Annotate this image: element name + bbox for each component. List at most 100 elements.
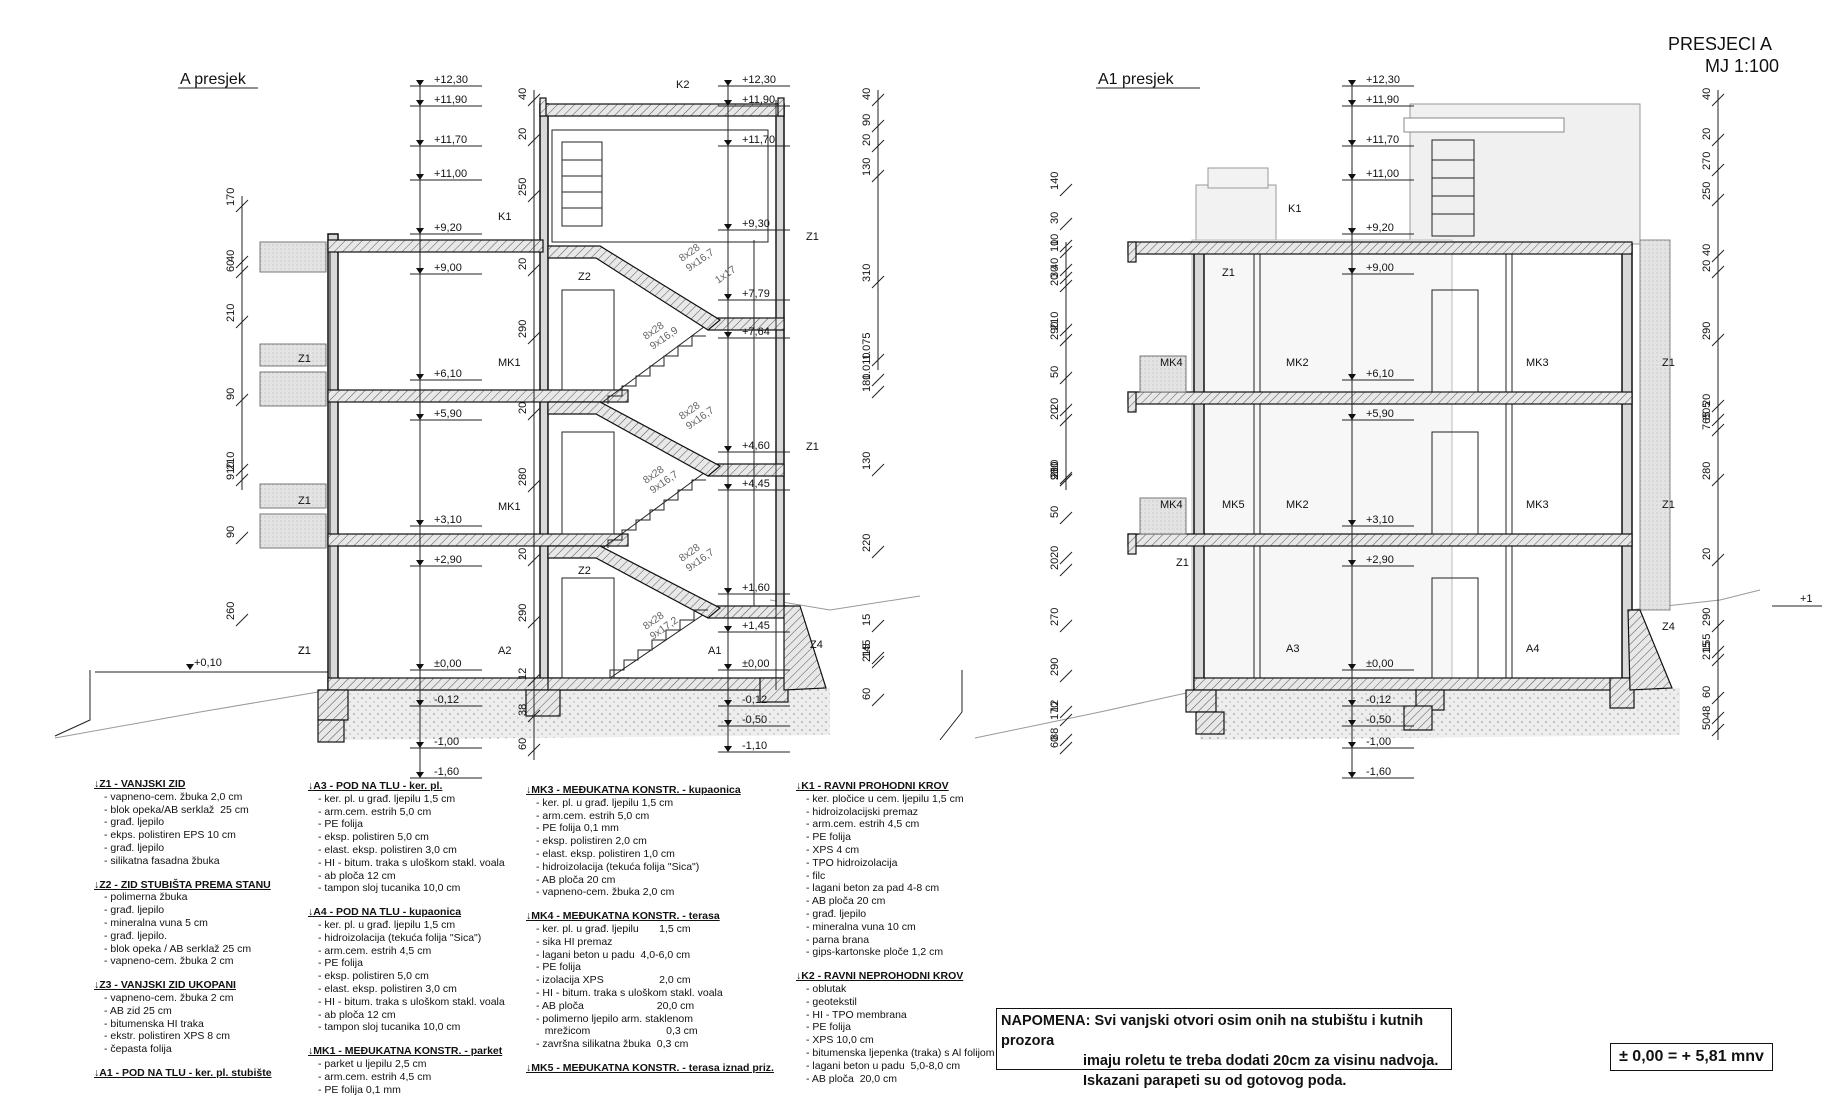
dimension-value: 50 xyxy=(1701,718,1713,730)
section-label: MK1 xyxy=(498,357,521,369)
legend-item: - HI - TPO membrana xyxy=(806,1008,907,1021)
dimension-value: 60 xyxy=(1049,736,1061,748)
legend-item: - hidroizolacijski premaz xyxy=(806,805,919,818)
legend-item: - PE folija xyxy=(318,818,363,831)
dimension-value: 215 xyxy=(1701,642,1713,660)
dimension-value: 60 xyxy=(861,688,873,700)
legend-item: - arm.cem. estrih 5,0 cm xyxy=(318,805,432,818)
legend-heading: ↓MK3 - MEĐUKATNA KONSTR. - kupaonica xyxy=(526,784,741,796)
dimension-value: 20 xyxy=(517,258,529,270)
legend-item: - polimerno ljepilo arm. staklenom xyxy=(536,1012,693,1025)
legend-heading: ↓K2 - RAVNI NEPROHODNI KROV xyxy=(796,970,964,983)
dimension-value: 88 xyxy=(1049,728,1061,740)
legend-item: - PE folija xyxy=(536,961,581,974)
legend-group: ↓K2 - RAVNI NEPROHODNI KROV- oblutak- ge… xyxy=(796,970,996,1085)
section-label: MK2 xyxy=(1286,499,1309,511)
slab-a1-mk2-upper xyxy=(1127,391,1633,405)
legend-item: - lagani beton u padu 4,0-6,0 cm xyxy=(536,948,691,961)
stair-flight-6 xyxy=(609,605,717,679)
elevation-mark: +7,79 xyxy=(742,288,770,300)
dimension-value: 40 xyxy=(861,88,873,100)
foundation-a-3 xyxy=(759,677,789,703)
foundation-a-1 xyxy=(317,689,349,721)
slab-a1-ground xyxy=(1193,677,1633,691)
foundation-a-2 xyxy=(525,689,561,717)
elevation-mark: +9,20 xyxy=(1366,222,1394,234)
dimension-value: 10 xyxy=(1049,240,1061,252)
legend-item: - silikatna fasadna žbuka xyxy=(104,854,220,867)
section-label: Z1 xyxy=(1662,357,1675,369)
section-label: Z1 xyxy=(298,645,311,657)
elevation-mark: +5,90 xyxy=(434,408,462,420)
legend-item: - arm.cem. estrih 4,5 cm xyxy=(806,818,920,831)
section-a1: A1 presjek xyxy=(939,71,1761,741)
dimension-value: 290 xyxy=(1049,658,1061,676)
legend-group: ↓MK4 - MEĐUKATNA KONSTR. - terasa- ker. … xyxy=(526,910,776,1051)
dimension-value: 220 xyxy=(861,534,873,552)
dimension-value: 310 xyxy=(861,264,873,282)
elevation-mark: +2,90 xyxy=(1366,554,1394,566)
elevation-mark: +11,00 xyxy=(434,168,467,180)
stair-flight-2 xyxy=(599,317,717,405)
section-label: Z2 xyxy=(578,565,591,577)
dimension-value: 210 xyxy=(225,452,237,470)
dimension-value: 290 xyxy=(1701,322,1713,340)
legend-group: ↓MK3 - MEĐUKATNA KONSTR. - kupaonica- ke… xyxy=(526,784,776,899)
dimension-value: 10 xyxy=(1049,234,1061,246)
elevation-mark: +1,60 xyxy=(742,582,770,594)
legend-item: - geotekstil xyxy=(806,995,857,1008)
dimension-value: 90 xyxy=(861,114,873,126)
section-label: A4 xyxy=(1526,643,1539,655)
legend-item: - elast. eksp. polistiren 3,0 cm xyxy=(318,843,457,856)
legend-item: - AB ploča 20 cm xyxy=(806,895,886,908)
legend-item: - sika HI premaz xyxy=(536,935,613,948)
door-z2-mid xyxy=(561,431,615,535)
dimension-value: 50 xyxy=(1049,366,1061,378)
legend-heading: ↓MK1 - MEĐUKATNA KONSTR. - parket xyxy=(308,1045,503,1058)
elevation-mark: +1,45 xyxy=(742,620,770,632)
legend-item: - PE folija 0,1 mm xyxy=(536,822,619,835)
section-a: A presjek xyxy=(54,71,921,743)
wall-z4-a1 xyxy=(1627,609,1673,691)
section-label: Z1 xyxy=(1222,267,1235,279)
legend-group: ↓Z2 - ZID STUBIŠTA PREMA STANU- polimern… xyxy=(94,879,294,969)
note-line-2: imaju roletu te treba dodati 20cm za vis… xyxy=(1083,1053,1439,1069)
legend-item: - završna silikatna žbuka 0,3 cm xyxy=(536,1038,689,1051)
legend-group: ↓A4 - POD NA TLU - kupaonica- ker. pl. u… xyxy=(308,906,528,1034)
dimension-value: 40 xyxy=(225,250,237,262)
legend-heading: ↓MK5 - MEĐUKATNA KONSTR. - terasa iznad … xyxy=(526,1061,774,1074)
dimension-value: 145 xyxy=(861,640,873,658)
section-label: Z1 xyxy=(298,353,311,365)
section-label: Z1 xyxy=(298,645,311,657)
legend-item: - arm.cem. estrih 4,5 cm xyxy=(318,944,432,957)
dimension-value: 170 xyxy=(225,188,237,206)
slab-a1-roof xyxy=(1127,241,1633,255)
legend-item: - AB ploča 20 cm xyxy=(536,873,616,886)
dimension-value: 20 xyxy=(1049,398,1061,410)
dimension-value: 20 xyxy=(1701,128,1713,140)
section-label: MK4 xyxy=(1160,499,1183,511)
dimension-value: 20 xyxy=(517,402,529,414)
wall-a1-left xyxy=(1193,243,1205,691)
dimension-value: 280 xyxy=(1701,462,1713,480)
terrain-elevation: +0,10 xyxy=(194,657,222,669)
legend-item: - PE folija xyxy=(806,831,851,844)
legend-item: - ab ploča 12 cm xyxy=(318,1008,396,1021)
note-prefix: NAPOMENA: xyxy=(1001,1013,1091,1029)
section-label: MK3 xyxy=(1526,499,1549,511)
elevation-mark: -0,12 xyxy=(742,694,767,706)
dimension-value: 280 xyxy=(517,468,529,486)
legend-item: - vapneno-cem. žbuka 2 cm xyxy=(104,991,234,1004)
legend-heading: ↓K1 - RAVNI PROHODNI KROV xyxy=(796,780,949,792)
elevation-mark: +11,90 xyxy=(434,94,467,106)
legend-item: - arm.cem. estrih 5,0 cm xyxy=(536,809,650,822)
legend-item: - filc xyxy=(806,869,826,882)
elevation-mark: +9,20 xyxy=(434,222,462,234)
legend-item: - blok opeka / AB serklaž 25 cm xyxy=(104,942,252,955)
slab-a1-mk2-lower xyxy=(1127,533,1633,547)
legend-item: - ker. pločice u cem. ljepilu 1,5 cm xyxy=(806,792,964,805)
legend-item: - vapneno-cem. žbuka 2,0 cm xyxy=(104,790,243,803)
elevation-mark: +5,90 xyxy=(1366,408,1394,420)
legend-col-4: ↓K1 - RAVNI PROHODNI KROV- ker. pločice … xyxy=(796,780,996,1096)
window-roof-access xyxy=(561,141,603,227)
